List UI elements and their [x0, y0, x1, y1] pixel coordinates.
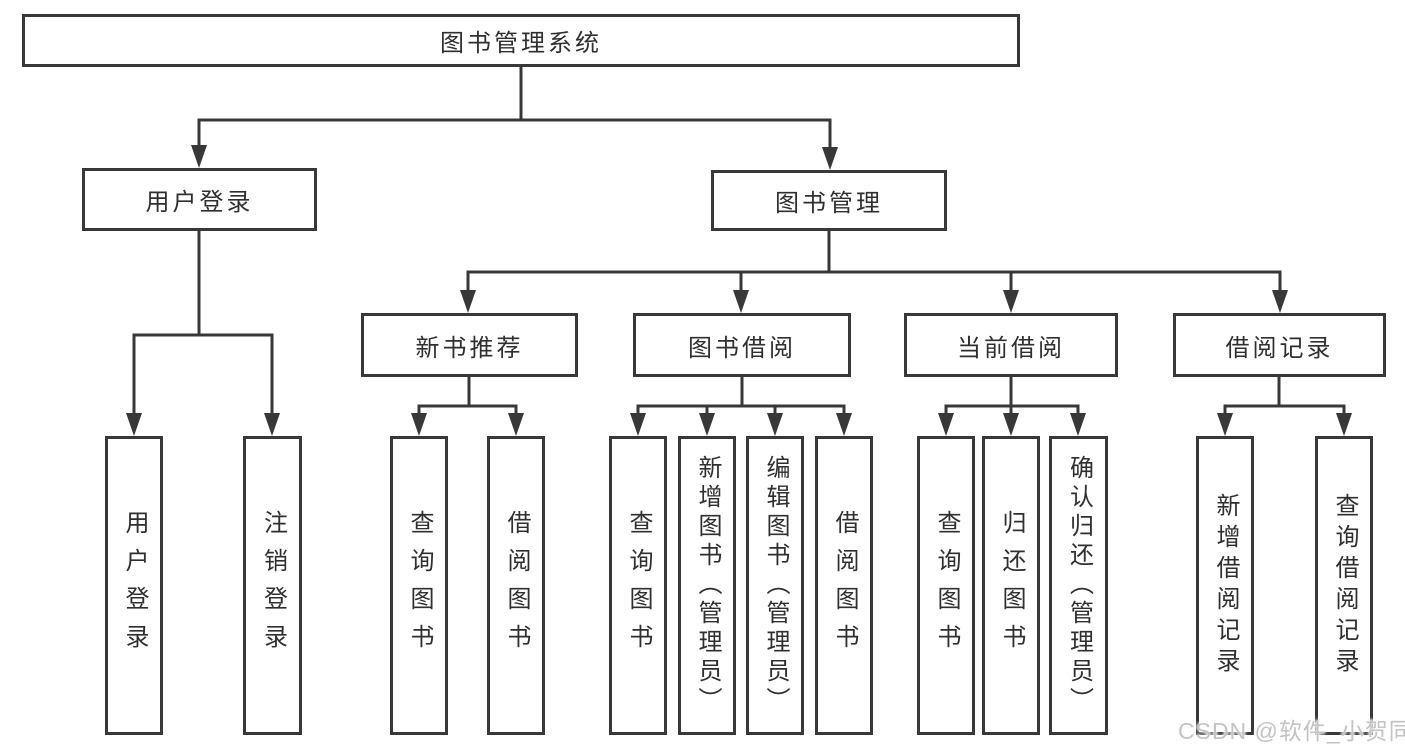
- node-label: 当前借阅: [957, 334, 1065, 362]
- leaf-add-books-admin: 新增图书（管理员）: [678, 436, 736, 735]
- leaf-query-books-borrow: 查询图书: [609, 436, 667, 735]
- node-label: 新增图书（管理员）: [694, 455, 721, 716]
- node-label: 注销登录: [259, 509, 287, 662]
- leaf-query-books-recommend: 查询图书: [390, 436, 448, 735]
- node-label: 编辑图书（管理员）: [762, 455, 789, 716]
- node-label: 图书管理: [775, 190, 883, 217]
- node-label: 确认归还（管理员）: [1065, 455, 1093, 716]
- node-label: 新书推荐: [415, 334, 524, 362]
- leaf-confirm-return-admin: 确认归还（管理员）: [1049, 436, 1108, 735]
- leaf-borrow-books-recommend: 借阅图书: [487, 436, 545, 735]
- leaf-borrow-books: 借阅图书: [815, 436, 873, 735]
- node-label: 借阅记录: [1225, 334, 1334, 362]
- node-label: 查询图书: [625, 509, 652, 662]
- node-label: 查询图书: [406, 509, 433, 662]
- node-label: 查询借阅记录: [1331, 492, 1358, 679]
- watermark: CSDN @软件_小贺同学: [1178, 718, 1405, 744]
- node-new-book-recommendation: 新书推荐: [361, 313, 578, 377]
- leaf-user-login: 用户登录: [105, 436, 163, 735]
- arrowhead-icons: [126, 145, 1352, 436]
- node-user-login: 用户登录: [82, 168, 317, 231]
- node-label: 借阅图书: [831, 509, 858, 662]
- node-label: 用户登录: [121, 509, 148, 662]
- node-label: 图书管理系统: [440, 30, 602, 57]
- leaf-return-books: 归还图书: [982, 436, 1040, 735]
- node-library-management-system: 图书管理系统: [22, 14, 1020, 67]
- node-book-management: 图书管理: [711, 170, 947, 231]
- node-label: 归还图书: [998, 509, 1025, 662]
- node-borrowing-records: 借阅记录: [1173, 313, 1386, 377]
- node-current-borrowing: 当前借阅: [904, 313, 1118, 377]
- leaf-query-books-current: 查询图书: [917, 436, 975, 735]
- node-label: 用户登录: [145, 189, 254, 216]
- node-label: 查询图书: [933, 509, 960, 662]
- node-book-borrowing: 图书借阅: [633, 313, 851, 377]
- leaf-logout: 注销登录: [243, 436, 302, 735]
- node-label: 新增借阅记录: [1212, 492, 1239, 679]
- leaf-query-borrow-record: 查询借阅记录: [1315, 436, 1373, 735]
- leaf-edit-books-admin: 编辑图书（管理员）: [746, 436, 804, 735]
- node-label: 借阅图书: [503, 509, 530, 662]
- leaf-add-borrow-record: 新增借阅记录: [1196, 436, 1254, 735]
- node-label: 图书借阅: [688, 334, 796, 362]
